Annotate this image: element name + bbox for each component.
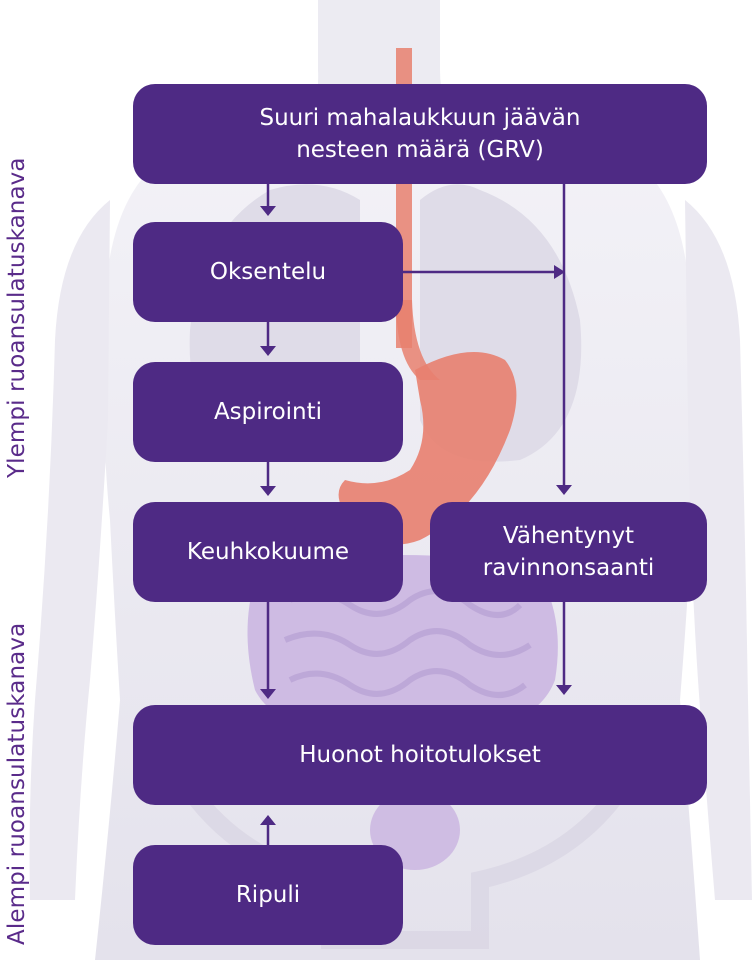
- node-aspiration: Aspirointi: [133, 362, 403, 462]
- arrow-vomiting-to-aspiration: [260, 322, 276, 356]
- node-reduced-intake-label: Vähentynyt ravinnonsaanti: [483, 520, 655, 584]
- arrow-grv-to-reduced-intake: [556, 184, 572, 495]
- node-large-gastric-residual-volume: Suuri mahalaukkuun jäävän nesteen määrä …: [133, 84, 707, 184]
- arrow-reduced-intake-to-outcomes: [556, 602, 572, 695]
- node-poor-outcomes-label: Huonot hoitotulokset: [299, 739, 541, 771]
- arrow-aspiration-to-pneumonia: [260, 462, 276, 496]
- node-vomiting: Oksentelu: [133, 222, 403, 322]
- node-reduced-intake: Vähentynyt ravinnonsaanti: [430, 502, 707, 602]
- node-diarrhea: Ripuli: [133, 845, 403, 945]
- node-vomiting-label: Oksentelu: [210, 256, 326, 288]
- lower-gi-tract-label: Alempi ruoansulatuskanava: [4, 623, 30, 945]
- left-arm-silhouette: [30, 200, 110, 900]
- upper-gi-tract-label: Ylempi ruoansulatuskanava: [4, 157, 30, 478]
- node-aspiration-label: Aspirointi: [214, 396, 322, 428]
- arrow-grv-to-vomiting: [260, 184, 276, 216]
- node-pneumonia: Keuhkokuume: [133, 502, 403, 602]
- arrow-vomiting-to-reduced-intake: [403, 265, 565, 279]
- node-grv-label: Suuri mahalaukkuun jäävän nesteen määrä …: [260, 102, 581, 166]
- node-poor-outcomes: Huonot hoitotulokset: [133, 705, 707, 805]
- node-diarrhea-label: Ripuli: [236, 879, 300, 911]
- node-pneumonia-label: Keuhkokuume: [187, 536, 349, 568]
- intestine-coils: [285, 591, 530, 695]
- right-lung: [420, 184, 581, 461]
- arrow-diarrhea-to-outcomes: [260, 815, 276, 845]
- esophagus-lower: [396, 300, 440, 380]
- arrow-pneumonia-to-outcomes: [260, 602, 276, 699]
